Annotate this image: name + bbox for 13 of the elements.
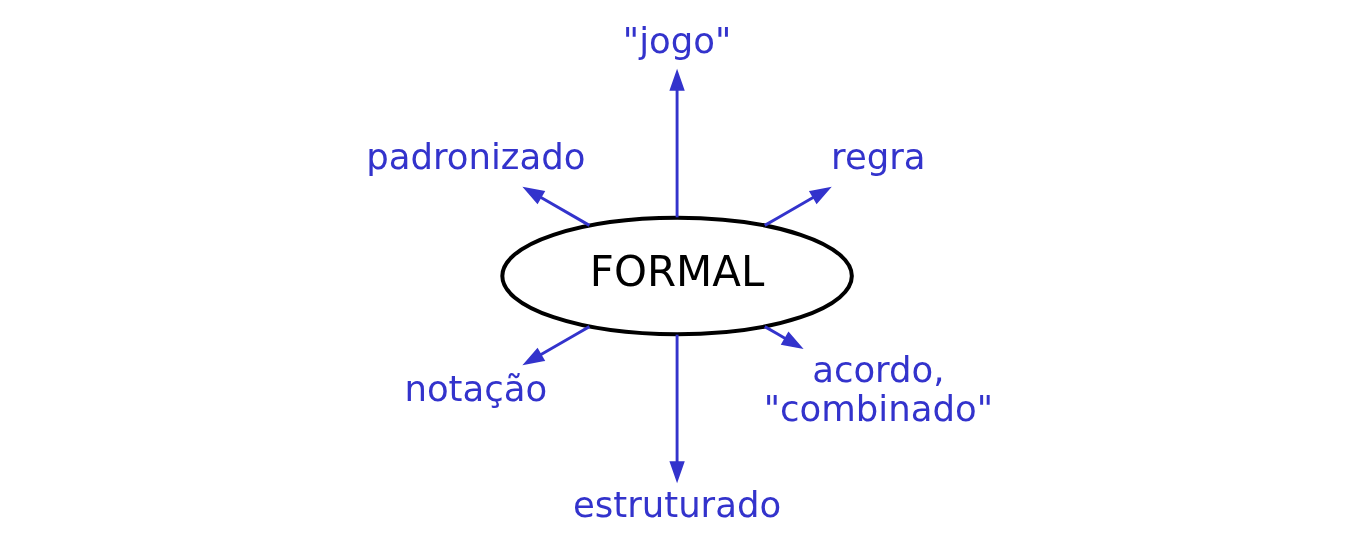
node-text: estruturado bbox=[572, 484, 781, 526]
arrow bbox=[763, 325, 804, 350]
node-text: acordo, "combinado" bbox=[763, 348, 993, 429]
arrow bbox=[668, 334, 685, 484]
node-text: "jogo" bbox=[622, 19, 731, 61]
arrow bbox=[521, 325, 590, 366]
node-ellipse: FORMAL bbox=[499, 215, 854, 337]
arrow bbox=[763, 186, 832, 227]
node-text: notação bbox=[403, 368, 547, 410]
node-text: padronizado bbox=[365, 135, 585, 177]
arrow bbox=[668, 68, 685, 218]
node-text: regra bbox=[830, 135, 926, 177]
arrow bbox=[521, 186, 590, 227]
